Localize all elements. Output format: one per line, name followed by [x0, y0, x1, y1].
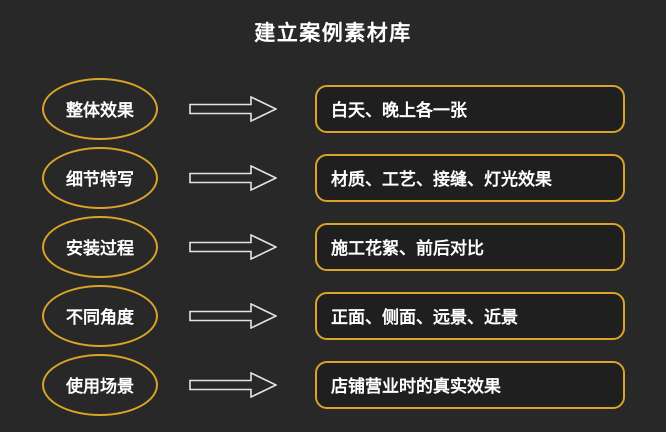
category-ellipse: 使用场景 [42, 353, 158, 416]
detail-box: 材质、工艺、接缝、灯光效果 [315, 153, 625, 202]
flow-row-5: 使用场景 店铺营业时的真实效果 [0, 350, 666, 419]
category-label: 使用场景 [66, 377, 134, 396]
flow-row-3: 安装过程 施工花絮、前后对比 [0, 212, 666, 281]
category-ellipse: 安装过程 [42, 215, 158, 278]
category-ellipse: 整体效果 [42, 77, 158, 140]
flow-row-1: 整体效果 白天、晚上各一张 [0, 74, 666, 143]
category-ellipse: 细节特写 [42, 146, 158, 209]
right-arrow-icon [189, 371, 277, 398]
right-arrow-icon [189, 233, 277, 260]
flow-row-4: 不同角度 正面、侧面、远景、近景 [0, 281, 666, 350]
category-label: 整体效果 [66, 101, 134, 120]
category-label: 不同角度 [66, 308, 134, 327]
category-label: 细节特写 [66, 170, 134, 189]
detail-text: 店铺营业时的真实效果 [331, 377, 501, 396]
category-ellipse: 不同角度 [42, 284, 158, 347]
detail-box: 正面、侧面、远景、近景 [315, 291, 625, 340]
detail-text: 材质、工艺、接缝、灯光效果 [331, 170, 552, 189]
detail-text: 白天、晚上各一张 [331, 101, 467, 120]
page-title: 建立案例素材库 [254, 22, 412, 45]
flow-rows: 整体效果 白天、晚上各一张 细节特写 材质、工艺、接缝、灯光效果 [0, 74, 666, 419]
flow-row-2: 细节特写 材质、工艺、接缝、灯光效果 [0, 143, 666, 212]
right-arrow-icon [189, 164, 277, 191]
detail-box: 白天、晚上各一张 [315, 84, 625, 133]
right-arrow-icon [189, 95, 277, 122]
detail-text: 施工花絮、前后对比 [331, 239, 484, 258]
detail-box: 施工花絮、前后对比 [315, 222, 625, 271]
category-label: 安装过程 [66, 239, 134, 258]
detail-box: 店铺营业时的真实效果 [315, 360, 625, 409]
detail-text: 正面、侧面、远景、近景 [331, 308, 518, 327]
right-arrow-icon [189, 302, 277, 329]
